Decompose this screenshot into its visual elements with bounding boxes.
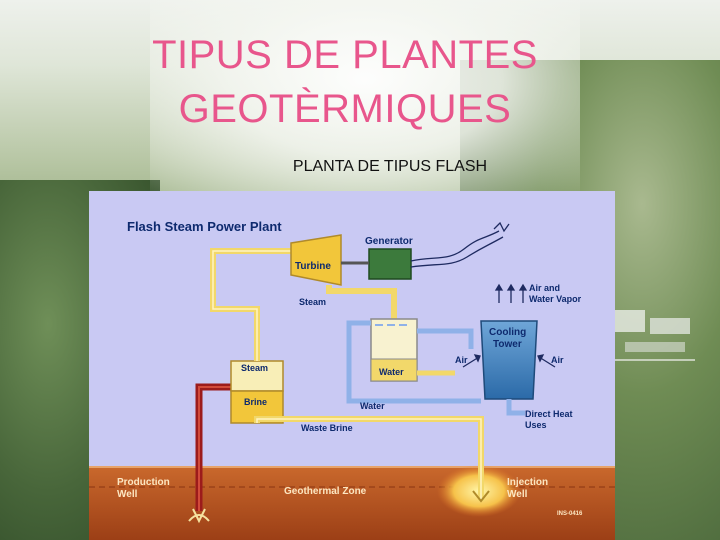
condenser-water-label: Water [379, 367, 404, 377]
turbine-exhaust-pipe [326, 285, 397, 319]
air-vapor-label-line2: Water Vapor [529, 294, 582, 304]
power-line-2 [410, 236, 504, 268]
figure-code-label: INS-0416 [557, 511, 583, 517]
cooling-tower-body [480, 320, 538, 400]
power-line-1 [410, 230, 500, 262]
cooling-water-return-pipe [346, 387, 481, 404]
air-right-label: Air [551, 355, 564, 365]
water-return-label: Water [360, 401, 385, 411]
air-vapor-label-line1: Air and [529, 283, 560, 293]
slide-title-line2: GEOTÈRMIQUES [178, 87, 512, 131]
steam-pipe-to-turbine [210, 248, 291, 361]
condenser-water-level [370, 358, 418, 382]
ground-layer [89, 467, 615, 540]
slide-title: TIPUS DE PLANTES GEOTÈRMIQUES [0, 28, 690, 136]
flash-steam-diagram: Flash Steam Power Plant Steam Brine Turb… [89, 191, 615, 540]
air-left-label: Air [455, 355, 468, 365]
diagram-heading: Flash Steam Power Plant [127, 219, 282, 234]
turbine-label: Turbine [295, 261, 331, 272]
cooling-water-inlet-pipe [346, 320, 371, 387]
separator-brine-label: Brine [244, 397, 267, 407]
slide-subtitle: PLANTA DE TIPUS FLASH [292, 158, 488, 175]
generator-box [368, 248, 412, 280]
cooling-tower-label-line1: Cooling [489, 327, 526, 338]
injection-well-label-line1: Injection [507, 477, 548, 488]
slide-title-line1: TIPUS DE PLANTES [152, 33, 538, 77]
air-inlet-arrows [462, 354, 556, 368]
direct-heat-label-line2: Uses [525, 420, 547, 430]
steam-pipe-label: Steam [299, 297, 326, 307]
cooling-water-supply-pipe [417, 328, 474, 349]
production-well-label-line1: Production [117, 477, 170, 488]
direct-heat-pipe [506, 399, 525, 416]
diagram-canvas: Flash Steam Power Plant Steam Brine Turb… [89, 219, 615, 540]
power-transmission-icon [493, 221, 510, 233]
waste-brine-pipe-highlight [256, 418, 482, 501]
vapor-arrows [494, 283, 528, 303]
steam-pipe-highlight [212, 250, 291, 361]
background-buildings [610, 310, 695, 361]
direct-heat-label-line1: Direct Heat [525, 409, 573, 419]
waste-brine-label: Waste Brine [301, 423, 353, 433]
turbine-shape [290, 234, 342, 286]
production-well-pipe-highlight [198, 386, 231, 511]
injection-well-label-line2: Well [507, 489, 528, 500]
separator-steam-label: Steam [241, 363, 268, 373]
production-well-label-line2: Well [117, 489, 138, 500]
production-well-source-icon [188, 508, 210, 524]
generator-label: Generator [365, 236, 413, 247]
geothermal-zone-label: Geothermal Zone [284, 486, 367, 497]
cooling-tower-label-line2: Tower [493, 339, 522, 350]
injection-arrow-icon [472, 490, 490, 503]
background-haze [150, 0, 580, 200]
